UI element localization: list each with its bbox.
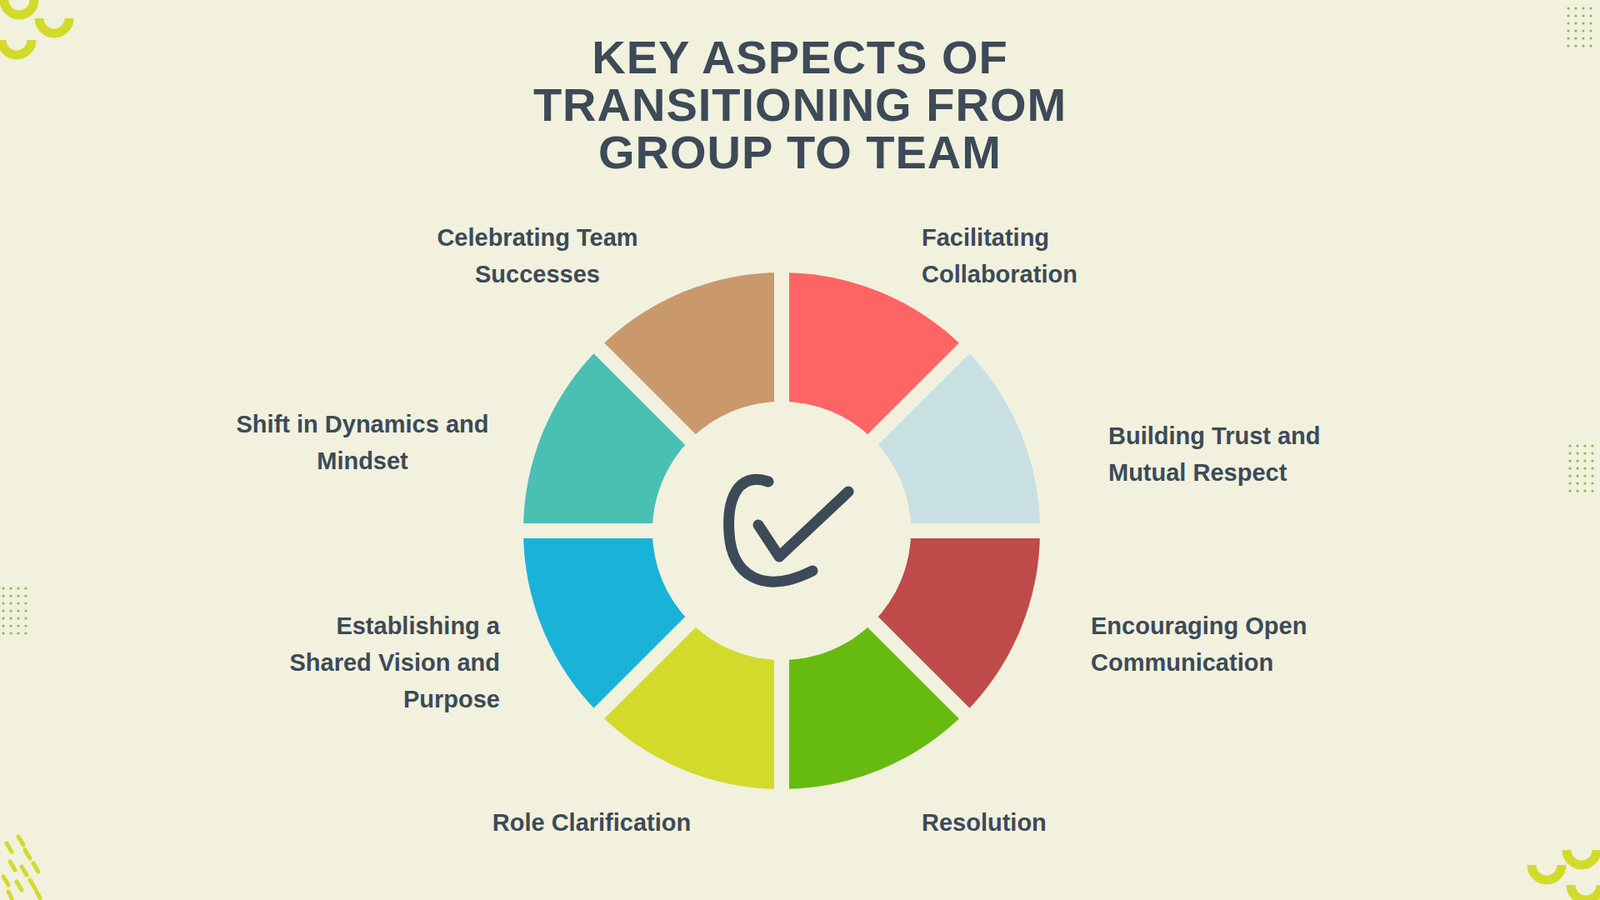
aspect-label: Role Clarification [466, 804, 717, 841]
check-symbol [729, 479, 849, 582]
dot-pattern [1, 6, 1594, 635]
diagram-title: KEY ASPECTS OF TRANSITIONING FROM GROUP … [466, 33, 1134, 176]
aspect-label: Resolution [921, 804, 1139, 841]
aspect-text: Celebrating Team Successes [412, 219, 663, 293]
aspect-text: Building Trust and Mutual Respect [1108, 417, 1392, 491]
wheel-center [652, 401, 911, 660]
aspect-label: Celebrating Team Successes [412, 219, 663, 293]
aspect-label: Establishing a Shared Vision and Purpose [250, 607, 500, 718]
aspect-label: Facilitating Collaboration [921, 219, 1147, 293]
aspect-text: Role Clarification [466, 804, 717, 841]
aspect-text: Facilitating Collaboration [921, 219, 1147, 293]
aspect-text: Encouraging Open Communication [1090, 607, 1358, 681]
title-text: KEY ASPECTS OF TRANSITIONING FROM GROUP … [466, 33, 1134, 176]
aspect-text: Resolution [921, 804, 1139, 841]
wheel-segments [519, 268, 1045, 794]
aspect-text: Shift in Dynamics and Mindset [204, 405, 521, 480]
aspect-text: Establishing a Shared Vision and Purpose [250, 607, 500, 718]
segment-gap [595, 345, 967, 716]
aspect-label: Shift in Dynamics and Mindset [204, 405, 521, 480]
aspect-label: Encouraging Open Communication [1090, 607, 1358, 681]
corner-dashes [3, 836, 40, 899]
aspect-label: Building Trust and Mutual Respect [1108, 417, 1392, 491]
